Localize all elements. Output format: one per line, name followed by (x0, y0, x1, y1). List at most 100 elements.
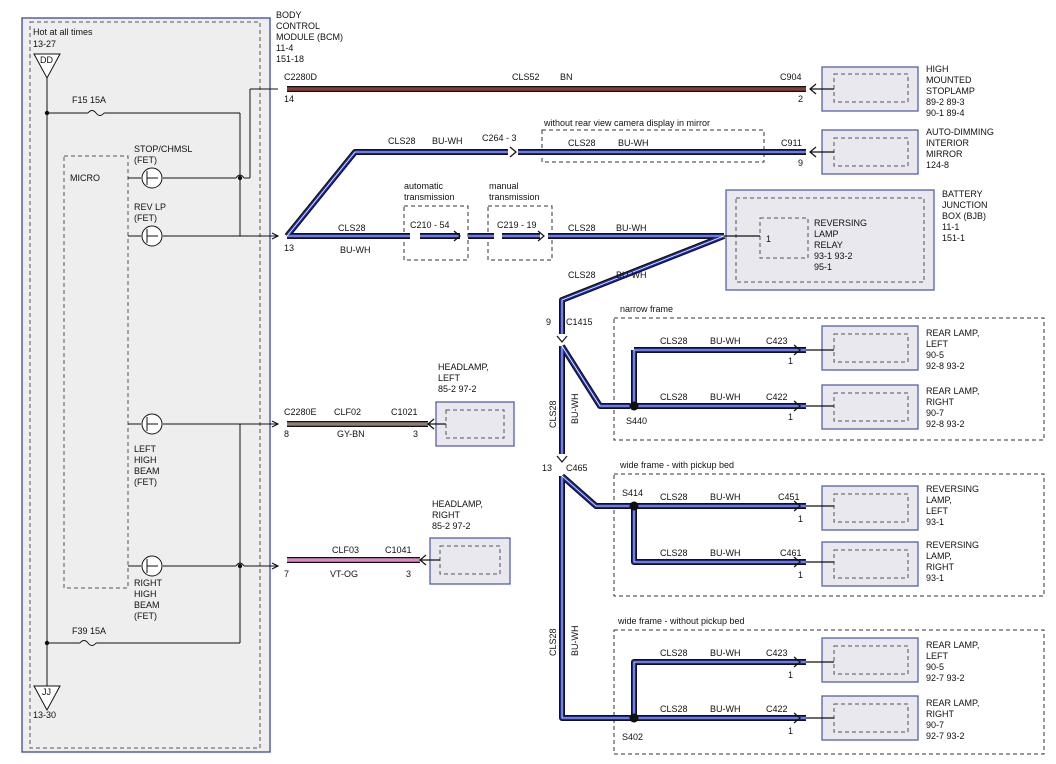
c422-wide-pin: 1 (788, 726, 793, 736)
reverse-cls28: CLS28 (338, 223, 366, 233)
headlamp-left-box (435, 401, 515, 447)
fet-left-icon (141, 413, 163, 435)
stoplamp-name-3: STOPLAMP (926, 86, 975, 96)
reverse-cls28-2: CLS28 (568, 223, 596, 233)
relay-ref-1: 93-1 93-2 (814, 251, 853, 261)
relay-name-1: REVERSING (814, 218, 867, 228)
nopickup-right-name-1: REAR LAMP, (926, 698, 979, 708)
pickup-left-name-2: LAMP, (926, 495, 952, 505)
hot-ref-bottom: 13-30 (33, 710, 56, 720)
option-boxes (403, 129, 1045, 755)
nopickup-left-name-2: LEFT (926, 651, 949, 661)
manual-trans-label-1: manual (489, 181, 519, 191)
c219-label: C219 - 19 (497, 220, 537, 230)
fet-left-label-3: BEAM (134, 466, 160, 476)
fet-rev-icon (141, 225, 163, 247)
pickup-left-ref-1: 93-1 (926, 517, 944, 527)
pickup-left-name-3: LEFT (926, 506, 949, 516)
pickup-right-ref-1: 93-1 (926, 573, 944, 583)
bcm-title-2: CONTROL (276, 21, 320, 31)
s402-label: S402 (622, 732, 643, 742)
mirror-option-box (541, 129, 765, 163)
rear-lamp-right-wide-box (821, 695, 919, 741)
gybn-label: GY-BN (337, 429, 365, 439)
nopickup-left-ref-1: 90-5 (926, 662, 944, 672)
splice-s414 (629, 501, 639, 511)
fuse-bottom-label: F39 15A (72, 626, 106, 636)
c423-wide-pin: 1 (788, 670, 793, 680)
stoplamp-ref-2: 90-1 89-4 (926, 108, 965, 118)
relay-ref-2: 95-1 (814, 262, 832, 272)
fet-left-label-4: (FET) (134, 477, 157, 487)
fet-right-label-4: (FET) (134, 611, 157, 621)
narrow-left-cls28: CLS28 (660, 336, 688, 346)
c422-narrow-pin: 1 (788, 412, 793, 422)
bcm-outer-box (21, 17, 271, 753)
c2280d-label: C2280D (284, 72, 318, 82)
headlamp-right-name-1: HEADLAMP, (432, 499, 483, 509)
c1415-pin: 9 (546, 317, 551, 327)
fuse-top-label: F15 15A (72, 95, 106, 105)
narrow-frame-label: narrow frame (620, 304, 673, 314)
c911-pin: 9 (798, 158, 803, 168)
headlamp-left-name-2: LEFT (438, 373, 461, 383)
nopickup-right-ref-2: 92-7 93-2 (926, 731, 965, 741)
stoplamp-ref-1: 89-2 89-3 (926, 97, 965, 107)
narrow-right-ref-1: 90-7 (926, 408, 944, 418)
bcm-pin-7: 7 (284, 569, 289, 579)
mirror-name-2: INTERIOR (926, 138, 970, 148)
stoplamp-name-2: MOUNTED (926, 75, 972, 85)
c210-label: C210 - 54 (410, 220, 450, 230)
mirror-name-1: AUTO-DIMMING (926, 127, 994, 137)
c422-narrow-label: C422 (766, 392, 788, 402)
rear-lamp-right-narrow-box (821, 384, 919, 430)
wide-trunk-cls28: CLS28 (548, 628, 558, 656)
narrow-left-ref-1: 90-5 (926, 350, 944, 360)
c1415-label: C1415 (566, 317, 593, 327)
fet-left-label-2: HIGH (134, 455, 157, 465)
reversing-lamp-right-box (821, 541, 919, 587)
bcm-module (21, 17, 271, 753)
manual-trans-label-2: transmission (489, 192, 540, 202)
mirror-cls28-2: CLS28 (568, 138, 596, 148)
bcm-junction-dots (44, 110, 243, 646)
pickup-left-cls28: CLS28 (660, 492, 688, 502)
nopickup-right-cls28: CLS28 (660, 704, 688, 714)
reverse-buwh: BU-WH (340, 245, 371, 255)
c423-wide-label: C423 (766, 648, 788, 658)
c911-label: C911 (781, 138, 802, 148)
narrow-trunk-buwh: BU-WH (570, 394, 580, 425)
wide-pickup-frame-box (613, 473, 1045, 597)
bjb-name-1: BATTERY (942, 189, 983, 199)
nopickup-right-buwh: BU-WH (710, 704, 741, 714)
wide-pickup-frame-label: wide frame - with pickup bed (619, 460, 734, 470)
vtog-label: VT-OG (330, 569, 358, 579)
fet-rev-label-2: (FET) (134, 213, 157, 223)
mirror-ref-1: 124-8 (926, 160, 949, 170)
c904-label: C904 (780, 72, 802, 82)
component-boxes (429, 66, 935, 741)
c423-narrow-pin: 1 (788, 356, 793, 366)
headlamp-left-refs: 85-2 97-2 (438, 384, 477, 394)
relay-name-3: RELAY (814, 240, 843, 250)
bcm-title-3: MODULE (BCM) (276, 32, 343, 42)
relay-pin: 1 (766, 234, 771, 244)
narrow-frame-box (613, 317, 1045, 441)
c465-pin: 13 (542, 463, 552, 473)
narrow-left-buwh: BU-WH (710, 336, 741, 346)
terminal-dd-icon (33, 53, 61, 80)
bn-label: BN (560, 72, 573, 82)
hot-ref-top: 13-27 (33, 39, 56, 49)
fet-stop-icon (141, 167, 163, 189)
pickup-right-cls28: CLS28 (660, 548, 688, 558)
narrow-right-name-2: RIGHT (926, 397, 955, 407)
splice-s402 (629, 713, 639, 723)
nopickup-left-ref-2: 92-7 93-2 (926, 673, 965, 683)
mirror-buwh-2: BU-WH (618, 138, 649, 148)
rear-lamp-left-wide-box (821, 637, 919, 683)
c465-label: C465 (566, 463, 588, 473)
narrow-trunk-cls28: CLS28 (548, 400, 558, 428)
c422-wide-label: C422 (766, 704, 788, 714)
mirror-option-label: without rear view camera display in mirr… (543, 118, 710, 128)
